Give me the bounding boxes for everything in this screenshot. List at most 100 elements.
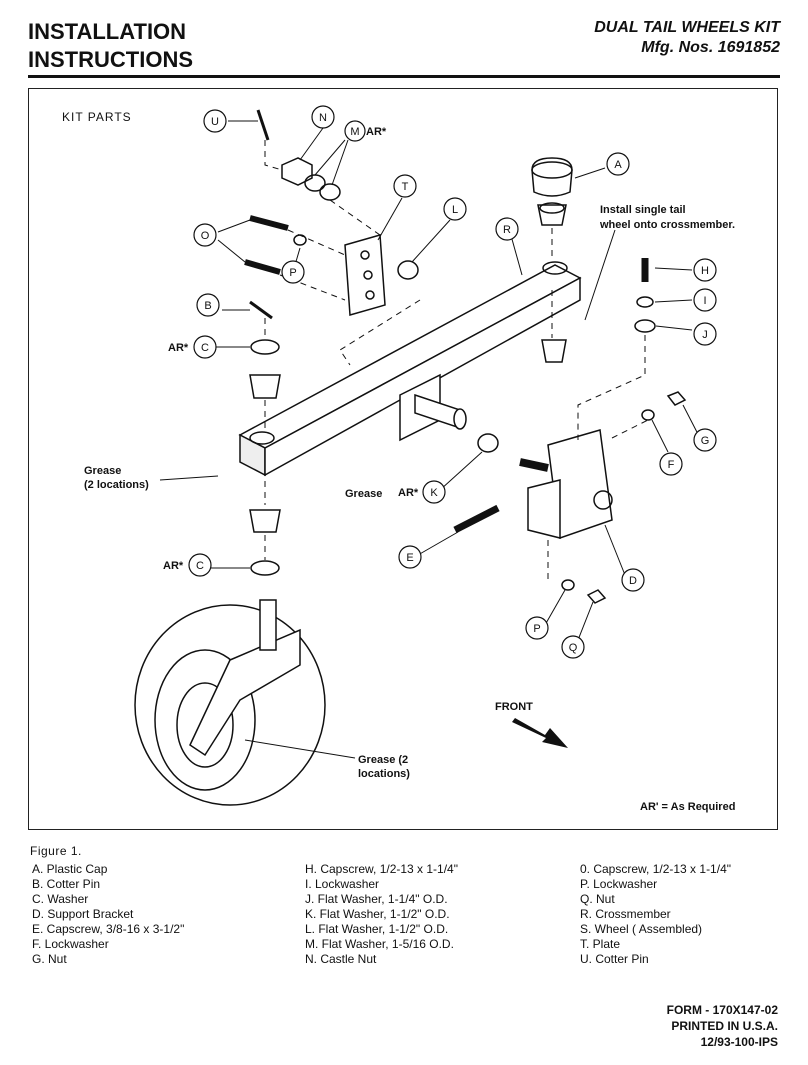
mfg-numbers: Mfg. Nos. 1691852 [641, 39, 780, 56]
callout-b [196, 293, 220, 317]
parts-list-item: N. Castle Nut [305, 952, 377, 966]
parts-list-item: H. Capscrew, 1/2-13 x 1-1/4" [305, 862, 458, 876]
parts-list-column-3: 0. Capscrew, 1/2-13 x 1-1/4" P. Lockwash… [580, 862, 731, 967]
callout-q [561, 635, 585, 659]
callout-p-bottom [525, 616, 549, 640]
parts-list-item: K. Flat Washer, 1-1/2" O.D. [305, 907, 450, 921]
callout-text: A [614, 159, 622, 171]
callout-text: N [319, 112, 327, 124]
callout-text: B [204, 300, 211, 312]
figure-label: Figure 1. [30, 844, 82, 858]
callout-text: R [503, 224, 511, 236]
parts-list-item: F. Lockwasher [32, 937, 109, 951]
grease-wheel-line-1: Grease (2 [358, 754, 408, 766]
wheel-drawing [134, 599, 326, 806]
callout-h [693, 258, 717, 282]
callout-text: L [452, 204, 458, 216]
header-rule [28, 75, 780, 78]
parts-list-item: D. Support Bracket [32, 907, 134, 921]
ar-label-k: AR* [398, 487, 419, 499]
parts-list-item: P. Lockwasher [580, 877, 658, 891]
parts-list-item: L. Flat Washer, 1-1/2" O.D. [305, 922, 449, 936]
crossmember-drawing [238, 261, 582, 477]
ar-label-c-top: AR* [168, 342, 189, 354]
callout-t [393, 174, 417, 198]
callout-text: Q [569, 642, 578, 654]
callout-text: M [350, 126, 359, 138]
callout-c-top [193, 335, 217, 359]
callout-text: K [430, 487, 438, 499]
callout-o [193, 223, 217, 247]
install-note-line-1: Install single tail [600, 204, 686, 216]
plate-drawing [344, 234, 386, 316]
parts-list-item: T. Plate [580, 937, 621, 951]
grease-left-line-1: Grease [84, 465, 121, 477]
callout-c-bottom [188, 553, 212, 577]
callout-r [495, 217, 519, 241]
kit-name: DUAL TAIL WHEELS KIT [594, 19, 780, 36]
parts-list-item: Q. Nut [580, 892, 615, 906]
callout-n [311, 105, 335, 129]
spindle-drawing [414, 393, 467, 430]
callout-g [693, 428, 717, 452]
callout-u [203, 109, 227, 133]
grease-center: Grease [345, 488, 382, 500]
callout-f [659, 452, 683, 476]
callout-a [606, 152, 630, 176]
grease-wheel-line-2: locations) [358, 768, 410, 780]
front-arrow [512, 718, 568, 748]
callout-text: C [201, 342, 209, 354]
ar-label-m: AR* [366, 126, 387, 138]
callout-text: E [406, 552, 413, 564]
callout-p [281, 260, 305, 284]
callout-text: H [701, 265, 709, 277]
parts-list-item: I. Lockwasher [305, 877, 380, 891]
callout-text: J [702, 329, 708, 341]
callout-text: U [211, 116, 219, 128]
callout-m [344, 120, 366, 142]
callout-text: P [533, 623, 540, 635]
parts-list-item: M. Flat Washer, 1-5/16 O.D. [305, 937, 454, 951]
callout-text: T [402, 181, 409, 193]
parts-list-item: U. Cotter Pin [580, 952, 649, 966]
parts-list-item: E. Capscrew, 3/8-16 x 3-1/2" [32, 922, 185, 936]
callout-j [693, 322, 717, 346]
parts-list-item: B. Cotter Pin [32, 877, 101, 891]
printed-in: PRINTED IN U.S.A. [671, 1019, 778, 1033]
front-label: FRONT [495, 701, 533, 713]
parts-list-column-1: A. Plastic Cap B. Cotter Pin C. Washer D… [32, 862, 184, 967]
print-code: 12/93-100-IPS [700, 1035, 778, 1049]
parts-list-item: C. Washer [32, 892, 89, 906]
callout-text: D [629, 575, 637, 587]
callout-text: F [668, 459, 675, 471]
plastic-cap-drawing [531, 157, 573, 226]
diagram-frame [28, 88, 778, 830]
callout-text: C [196, 560, 204, 572]
kit-parts-label: KIT PARTS [62, 110, 132, 124]
page-title: INSTALLATION INSTRUCTIONS [28, 18, 193, 74]
callout-l [443, 197, 467, 221]
as-required-note: AR' = As Required [640, 801, 735, 813]
parts-list-item: S. Wheel ( Assembled) [580, 922, 703, 936]
form-number: FORM - 170X147-02 [666, 1003, 778, 1017]
support-bracket-drawing [527, 429, 613, 540]
parts-list-item: J. Flat Washer, 1-1/4" O.D. [305, 892, 448, 906]
title-line-2: INSTRUCTIONS [28, 47, 193, 72]
grease-left-line-2: (2 locations) [84, 479, 149, 491]
callout-i [693, 288, 717, 312]
callout-d [621, 568, 645, 592]
form-footer: FORM - 170X147-02 PRINTED IN U.S.A. 12/9… [667, 1002, 778, 1050]
kit-title: DUAL TAIL WHEELS KIT Mfg. Nos. 1691852 [594, 18, 780, 58]
parts-list-item: A. Plastic Cap [32, 862, 108, 876]
callout-text: P [289, 267, 296, 279]
install-note-line-2: wheel onto crossmember. [599, 219, 735, 231]
parts-list-item: R. Crossmember [580, 907, 671, 921]
callout-text: G [701, 435, 710, 447]
parts-list-item: G. Nut [32, 952, 67, 966]
parts-list-column-2: H. Capscrew, 1/2-13 x 1-1/4" I. Lockwash… [305, 862, 458, 967]
callout-e [398, 545, 422, 569]
callout-k [422, 480, 446, 504]
callout-text: I [703, 295, 706, 307]
title-line-1: INSTALLATION [28, 19, 187, 44]
